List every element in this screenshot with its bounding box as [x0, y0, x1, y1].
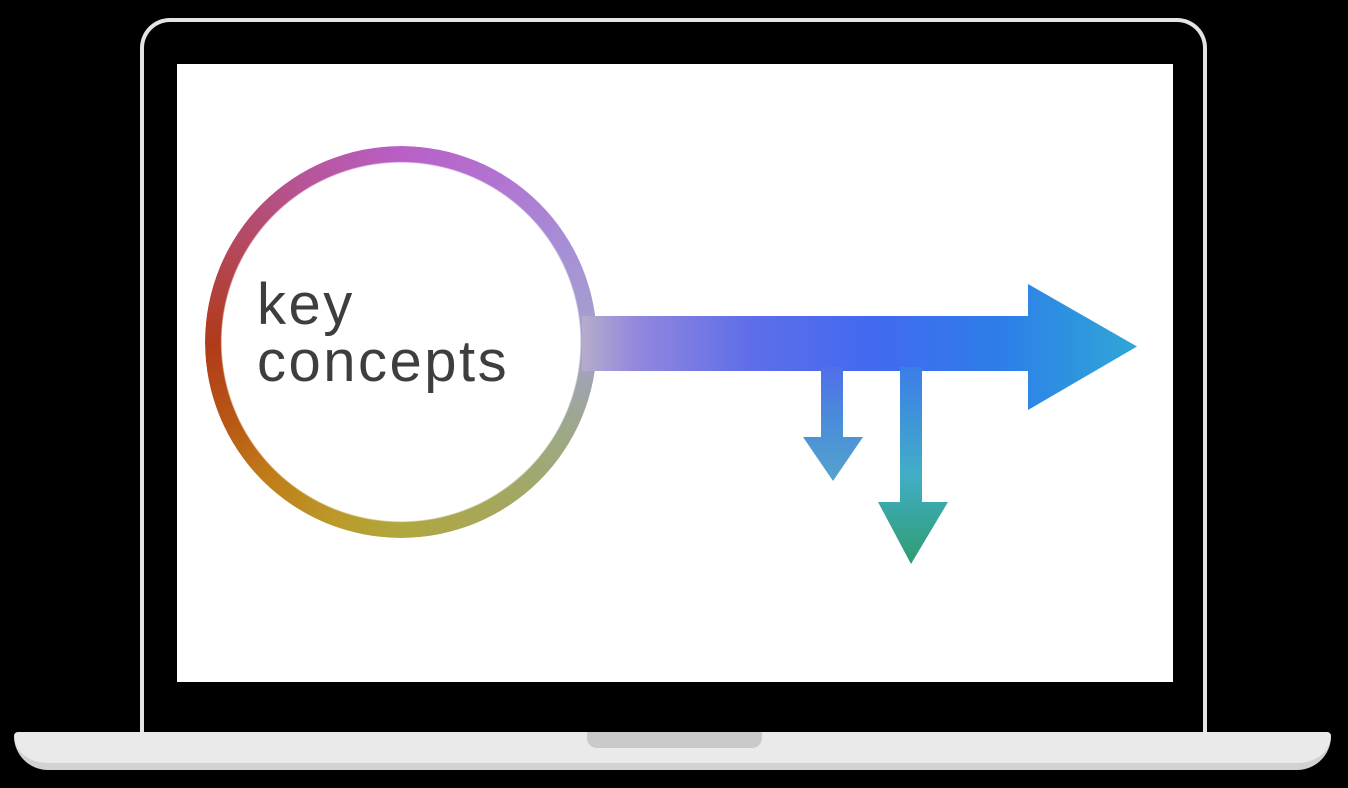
down-arrow-short-icon [803, 367, 863, 481]
wordmark-line2: concepts [257, 329, 510, 394]
key-concepts-wordmark: key concepts [257, 272, 510, 394]
key-ring-icon [205, 146, 597, 538]
wordmark-line1: key [257, 272, 355, 337]
down-arrow-long-icon [878, 367, 948, 564]
laptop-screen: key concepts [177, 64, 1173, 682]
right-arrow-icon [582, 284, 1137, 410]
laptop-base-notch [587, 732, 762, 748]
key-arrows [582, 284, 1137, 564]
